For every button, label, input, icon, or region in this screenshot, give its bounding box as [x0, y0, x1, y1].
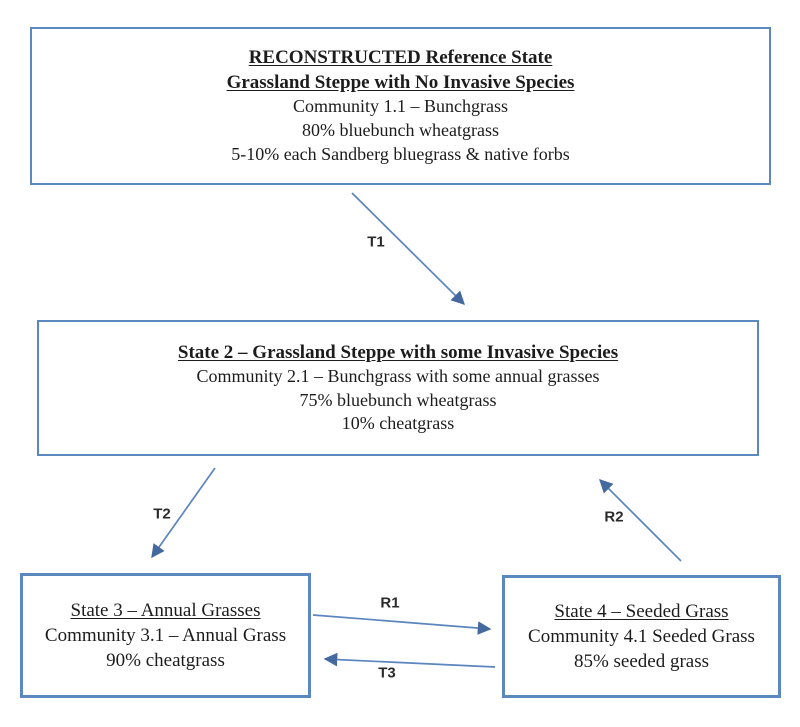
state3-composition-line: 90% cheatgrass	[106, 650, 225, 672]
arrow-r1	[312, 614, 492, 635]
state-box-reference: RECONSTRUCTED Reference State Grassland …	[30, 27, 771, 185]
transition-label-r1: R1	[380, 594, 400, 612]
state2-composition-line: 10% cheatgrass	[341, 413, 455, 434]
transition-label-t2: T2	[153, 505, 171, 523]
reference-heading-line1: RECONSTRUCTED Reference State	[248, 47, 553, 69]
state-box-3: State 3 – Annual Grasses Community 3.1 –…	[20, 573, 311, 698]
state3-community-line: Community 3.1 – Annual Grass	[44, 624, 287, 646]
reference-composition-line: 5-10% each Sandberg bluegrass & native f…	[231, 143, 570, 164]
reference-heading-line2: Grassland Steppe with No Invasive Specie…	[226, 72, 575, 94]
state3-heading: State 3 – Annual Grasses	[70, 599, 261, 621]
reference-composition-line: 80% bluebunch wheatgrass	[302, 120, 499, 141]
state2-composition-line: 75% bluebunch wheatgrass	[299, 389, 497, 410]
transition-label-r2: R2	[604, 508, 624, 526]
state4-community-line: Community 4.1 Seeded Grass	[528, 625, 755, 647]
state4-composition-line: 85% seeded grass	[573, 651, 710, 673]
transition-label-t1: T1	[367, 233, 385, 251]
state-box-4: State 4 – Seeded Grass Community 4.1 See…	[502, 575, 781, 698]
transition-label-t3: T3	[378, 664, 396, 682]
state2-community-line: Community 2.1 – Bunchgrass with some ann…	[196, 365, 600, 386]
state2-heading: State 2 – Grassland Steppe with some Inv…	[177, 341, 619, 363]
reference-community-line: Community 1.1 – Bunchgrass	[293, 96, 508, 117]
arrow-t3	[323, 652, 496, 668]
state-box-2: State 2 – Grassland Steppe with some Inv…	[37, 320, 759, 456]
state4-heading: State 4 – Seeded Grass	[554, 600, 729, 622]
